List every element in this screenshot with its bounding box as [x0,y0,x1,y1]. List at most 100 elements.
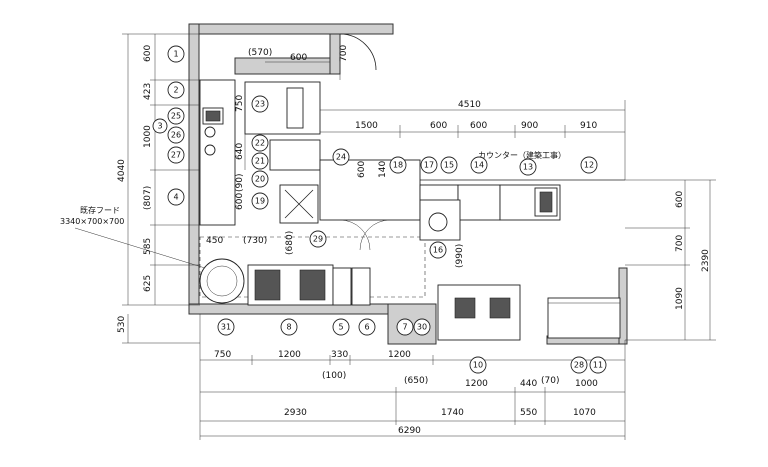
dim-b-440: 440 [520,379,537,389]
dimension-text: (570) 600 700 600 423 1000 (807) 4040 58… [117,45,711,436]
dim-left-807: (807) [143,186,153,210]
dim-left-423: 423 [143,83,153,100]
dim-c-2930: 2930 [284,408,307,418]
dim-left-4040: 4040 [117,159,127,182]
dim-run-4510: 4510 [458,100,481,110]
svg-text:27: 27 [171,151,181,160]
dim-top-700: 700 [339,45,349,62]
svg-text:25: 25 [171,112,181,121]
dim-run-600a: 600 [430,121,447,131]
dim-left-640: 640 [235,143,245,160]
svg-text:31: 31 [221,323,231,332]
dim-left-750: 750 [235,95,245,112]
dim-b-650: (650) [404,376,428,386]
bubble-21: 21 [251,152,269,170]
bubble-5: 5 [332,318,350,336]
bubble-23: 23 [251,95,269,113]
bubble-15: 15 [440,156,458,174]
dim-left-600: 600 [143,45,153,62]
bubble-7: 7 [396,318,414,336]
dim-b-70: (70) [541,376,559,386]
svg-text:19: 19 [255,197,265,206]
svg-text:24: 24 [336,153,346,162]
bubble-16: 16 [429,241,447,259]
dim-c-550: 550 [520,408,537,418]
dim-top-570: (570) [248,48,272,58]
svg-text:7: 7 [402,323,407,332]
bubble-25: 25 [167,107,185,125]
svg-text:17: 17 [424,161,434,170]
svg-text:1: 1 [173,50,178,59]
dim-mid-730: (730) [243,236,267,246]
dim-b-1200c: 1200 [465,379,488,389]
dim-c-1070: 1070 [573,408,596,418]
bubble-28: 28 [570,356,588,374]
bubble-29: 29 [309,230,327,248]
svg-text:21: 21 [255,157,265,166]
svg-text:26: 26 [171,131,181,140]
bubble-1: 1 [167,45,185,63]
hood-label: 既存フード [80,205,120,215]
bubble-11: 11 [589,356,607,374]
bubble-17: 17 [420,156,438,174]
svg-text:22: 22 [255,139,265,148]
bubble-10: 10 [469,356,487,374]
svg-text:18: 18 [393,161,403,170]
bubble-12: 12 [580,156,598,174]
dim-b-1000: 1000 [575,379,598,389]
svg-text:11: 11 [593,361,603,370]
svg-text:10: 10 [473,361,483,370]
svg-text:29: 29 [313,235,323,244]
dim-right-1090: 1090 [675,287,685,310]
dim-run-900: 900 [521,121,538,131]
svg-text:4: 4 [173,193,178,202]
svg-text:15: 15 [444,161,454,170]
bubble-24: 24 [332,148,350,166]
svg-text:8: 8 [286,323,291,332]
dim-left-1000: 1000 [143,125,153,148]
dim-b-750: 750 [214,350,231,360]
svg-text:30: 30 [417,323,427,332]
svg-text:6: 6 [364,323,369,332]
dim-top-600: 600 [290,53,307,63]
bubble-6: 6 [358,318,376,336]
dim-total-6290: 6290 [398,426,421,436]
hood-leader-line [74,227,206,269]
dim-right-600: 600 [675,191,685,208]
bubble-31: 31 [217,318,235,336]
svg-text:20: 20 [255,175,265,184]
bubble-3: 3 [152,118,168,134]
bubble-30: 30 [413,318,431,336]
dim-mid-990: (990) [455,244,465,268]
svg-text:5: 5 [338,323,343,332]
svg-text:23: 23 [255,100,265,109]
dim-left-90: (90) [235,174,245,192]
bubble-18: 18 [389,156,407,174]
bubble-26: 26 [167,126,185,144]
svg-text:3: 3 [157,122,162,131]
dim-b-100: (100) [322,371,346,381]
dim-mid-450: 450 [206,236,223,246]
bubble-4: 4 [167,188,185,206]
svg-text:16: 16 [433,246,443,255]
bubble-2: 2 [167,81,185,99]
bubble-14: 14 [470,156,488,174]
dim-b-1200a: 1200 [278,350,301,360]
hood-size: 3340×700×700 [60,217,124,226]
dim-left-600b: 600 [235,193,245,210]
counter-label: カウンター（建築工事） [478,150,566,160]
dim-mid-140: 140 [378,161,388,178]
dim-mid-680: (680) [285,231,295,255]
dim-run-600b: 600 [470,121,487,131]
bubble-8: 8 [280,318,298,336]
dim-run-910: 910 [580,121,597,131]
dim-run-1500: 1500 [355,121,378,131]
dim-c-1740: 1740 [441,408,464,418]
dim-left-625: 625 [143,275,153,292]
dim-right-700: 700 [675,235,685,252]
svg-text:13: 13 [523,163,533,172]
dim-left-530: 530 [117,316,127,333]
dim-b-330: 330 [331,350,348,360]
bubble-27: 27 [167,146,185,164]
